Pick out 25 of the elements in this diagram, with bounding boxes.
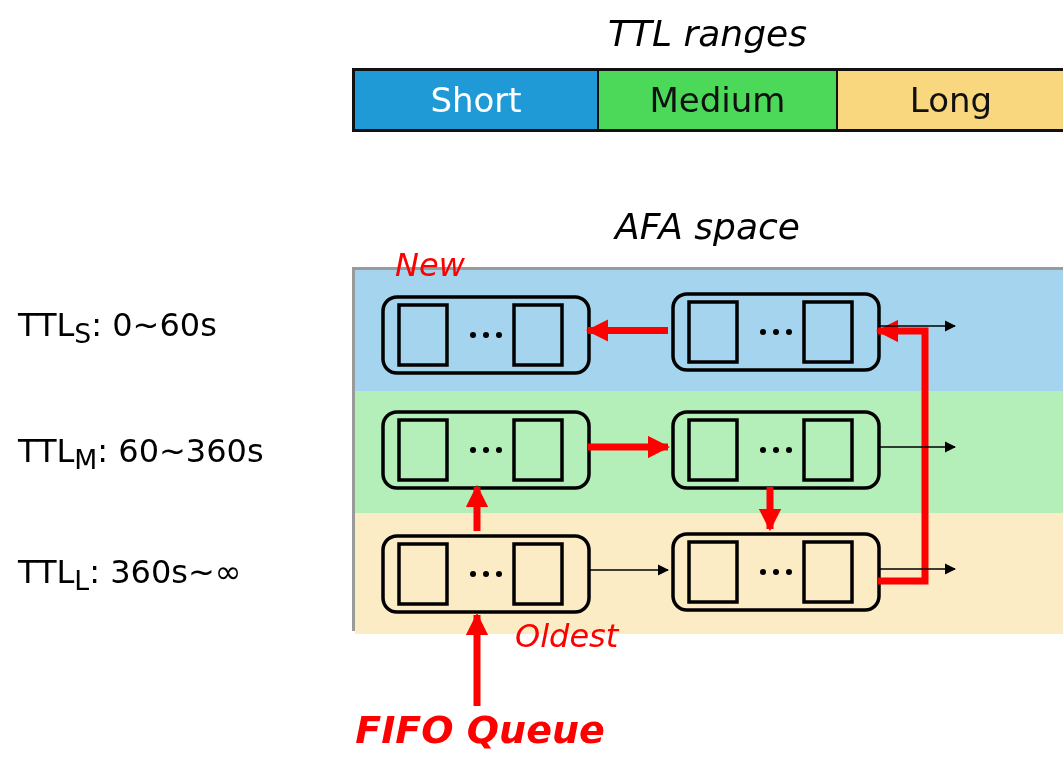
segment-drawing <box>671 532 881 612</box>
arrow <box>465 484 489 531</box>
range-label: Medium <box>599 71 838 129</box>
arrow <box>875 319 929 585</box>
segment-drawing <box>671 410 881 490</box>
ttl-band <box>355 391 1063 513</box>
segment-drawing <box>381 295 591 375</box>
segment-drawing <box>381 410 591 490</box>
arrow <box>877 563 957 575</box>
arrow <box>877 441 957 453</box>
section-heading: TTL ranges <box>607 13 808 54</box>
ttl-range-label: TTL$_{M}$: 60~360s <box>18 432 264 476</box>
arrow <box>758 487 782 532</box>
queue-end-label: Oldest <box>515 617 619 655</box>
queue-end-label: New <box>395 246 465 284</box>
segment-drawing <box>381 534 591 614</box>
segment-drawing <box>671 292 881 372</box>
section-heading: AFA space <box>612 206 801 247</box>
ttl-range-label: TTL$_{S}$: 0~60s <box>18 306 217 350</box>
range-label: Long <box>838 71 1063 129</box>
arrow <box>877 320 957 332</box>
range-label: Short <box>355 71 599 129</box>
arrow <box>587 564 670 576</box>
queue-label: FIFO Queue <box>354 708 606 752</box>
ttl-range-label: TTL$_{L}$: 360s~∞ <box>18 553 242 597</box>
